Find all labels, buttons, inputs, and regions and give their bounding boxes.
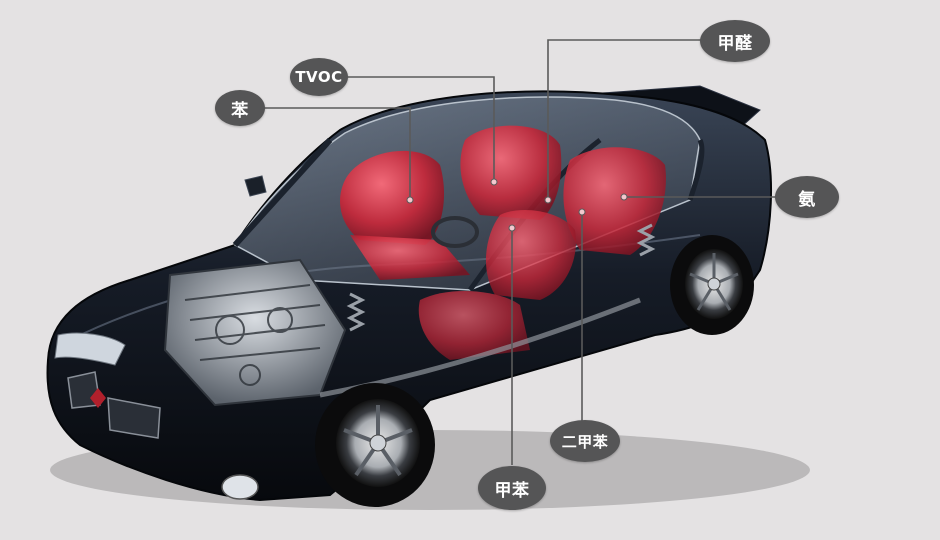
front-hub [369, 434, 387, 452]
side-mirror [244, 175, 267, 197]
driver-seat-back [460, 125, 562, 220]
leader-line-formaldehyde [547, 39, 702, 198]
floor-seat [418, 290, 530, 360]
front-suspension [346, 292, 366, 332]
label-benzene: 苯 [215, 90, 265, 126]
c-pillar [687, 138, 705, 201]
leader-dots [406, 178, 628, 232]
dot-formaldehyde [544, 196, 552, 204]
fog-light [221, 474, 259, 500]
leader-lines [264, 39, 776, 465]
dot-xylene [578, 208, 586, 216]
front-seat-back [340, 150, 445, 245]
label-toluene: 甲苯 [478, 466, 546, 510]
dot-tvoc [490, 178, 498, 186]
label-ammonia: 氨 [775, 176, 839, 218]
engine-details [184, 284, 326, 386]
leader-line-tvoc [346, 76, 495, 180]
front-grille-right [107, 397, 161, 439]
label-xylene: 二甲苯 [550, 420, 620, 462]
headlight [54, 332, 126, 366]
dot-ammonia [620, 193, 628, 201]
front-seat-base [350, 235, 470, 280]
brand-emblem [90, 388, 106, 408]
label-tvoc: TVOC [290, 58, 348, 96]
rear-seat [563, 147, 666, 255]
rear-hub [707, 277, 721, 291]
dot-benzene [406, 196, 414, 204]
steering-wheel [431, 216, 479, 248]
leader-line-benzene [264, 107, 411, 198]
label-formaldehyde: 甲醛 [700, 20, 770, 62]
a-pillar [232, 137, 333, 248]
dot-toluene [508, 224, 516, 232]
rear-suspension [636, 223, 656, 257]
middle-seat [485, 210, 576, 300]
